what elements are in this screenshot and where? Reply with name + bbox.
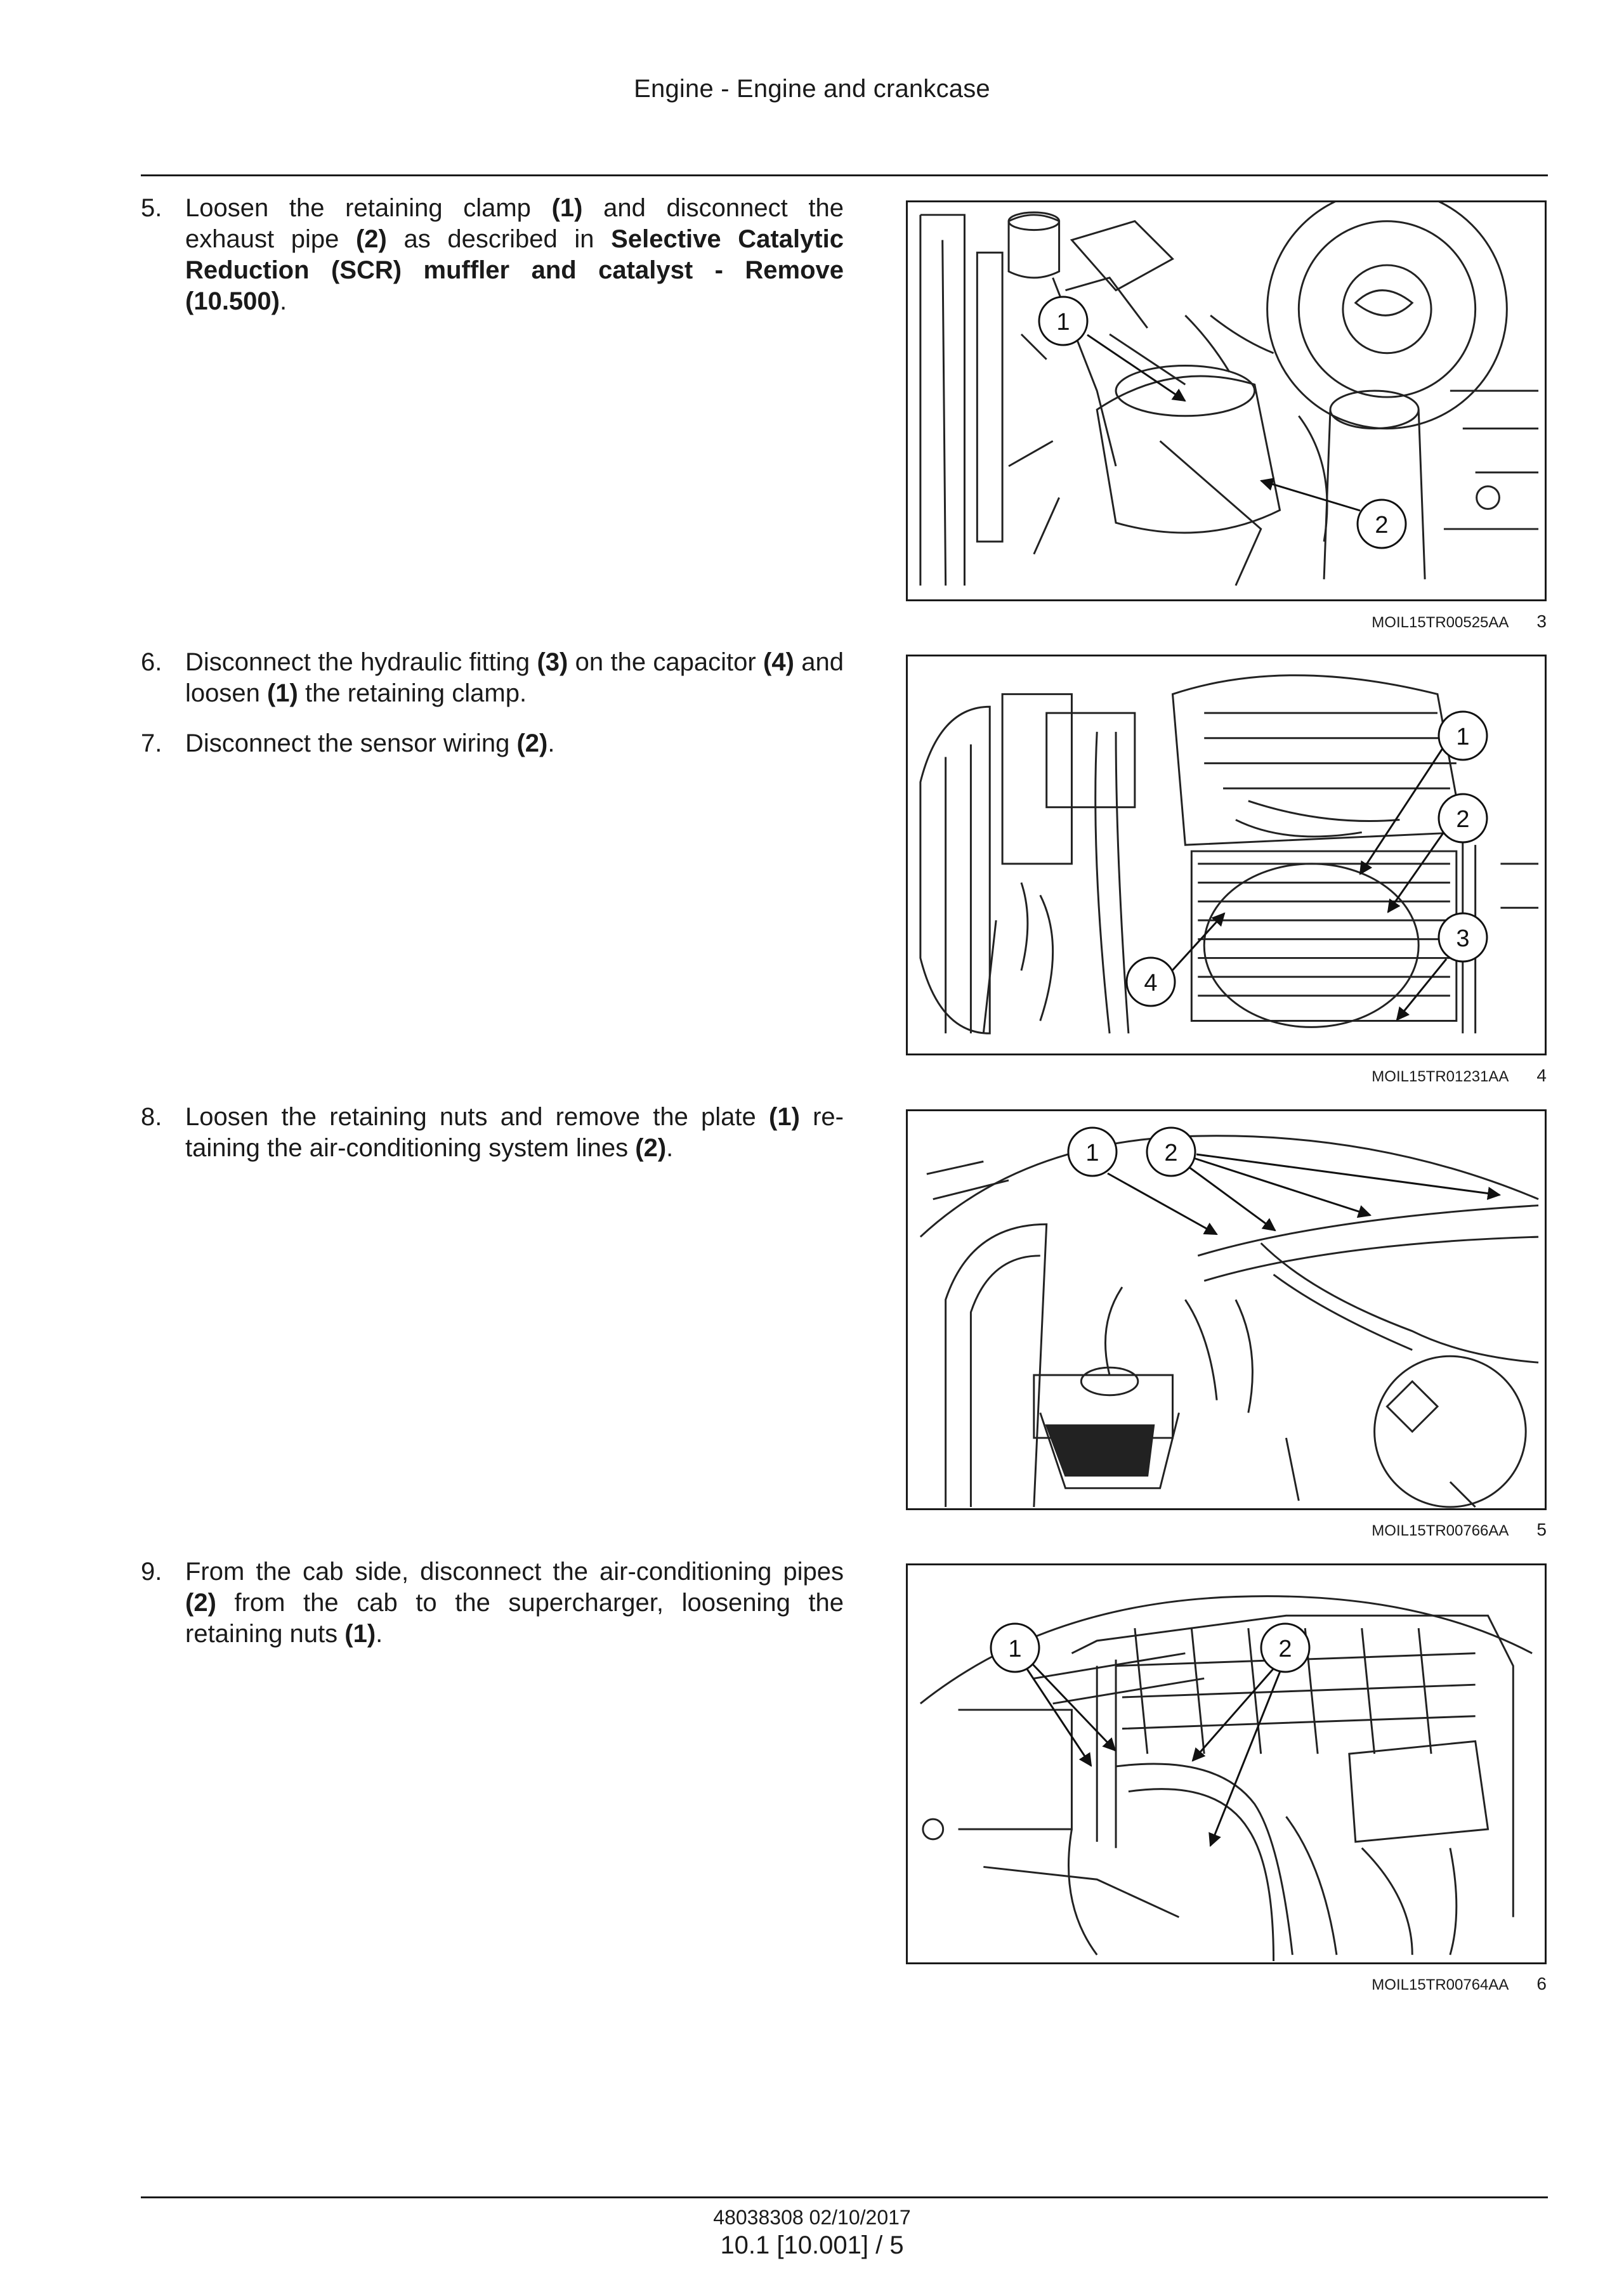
step-6: 6. Disconnect the hydraulic fitting (3) … bbox=[141, 647, 844, 709]
figure-5-illustration bbox=[906, 1109, 1547, 1510]
reference-text: (1) bbox=[266, 679, 298, 707]
instruction-text: Disconnect the hydraulic fitting bbox=[185, 648, 537, 676]
figure-4-caption: MOIL15TR01231AA 4 bbox=[906, 1066, 1547, 1086]
footer-doc-id: 48038308 02/10/2017 bbox=[713, 2206, 911, 2229]
step-number: 5. bbox=[141, 194, 162, 222]
instruction-text: and disconnect the exhaust pipe bbox=[185, 194, 844, 253]
step-number: 6. bbox=[141, 648, 162, 676]
step-number: 9. bbox=[141, 1558, 162, 1586]
footer-rule bbox=[141, 2196, 1548, 2198]
figure-number: 4 bbox=[1536, 1066, 1547, 1085]
instruction-text: and loosen bbox=[185, 648, 844, 707]
reference-text: (1) bbox=[769, 1103, 800, 1131]
step-5: 5. Loosen the retaining clamp (1) and di… bbox=[141, 193, 844, 317]
instruction-text: . bbox=[376, 1620, 383, 1648]
figure-3-illustration bbox=[906, 200, 1547, 601]
reference-text: (2) bbox=[635, 1134, 667, 1162]
reference-text: (1) bbox=[551, 194, 583, 222]
step-text: Loosen the retaining nuts and remove the… bbox=[185, 1102, 844, 1164]
instruction-text: the retaining clamp. bbox=[298, 679, 527, 707]
reference-text: Selective Catalytic Reduction (SCR) muff… bbox=[185, 225, 844, 315]
instruction-text: as described in bbox=[386, 225, 612, 253]
figure-code: MOIL15TR01231AA bbox=[1372, 1068, 1509, 1085]
instruction-text: Disconnect the sensor wiring bbox=[185, 729, 517, 757]
instruction-text: . bbox=[666, 1134, 674, 1162]
step-text: From the cab side, disconnect the air-co… bbox=[185, 1556, 844, 1650]
step-text: Loosen the retaining clamp (1) and disco… bbox=[185, 193, 844, 317]
reference-text: (2) bbox=[185, 1589, 216, 1617]
figure-6-illustration bbox=[906, 1563, 1547, 1964]
figure-3-caption: MOIL15TR00525AA 3 bbox=[906, 611, 1547, 632]
header-rule bbox=[141, 174, 1548, 176]
figure-number: 6 bbox=[1536, 1974, 1547, 1993]
reference-text: (2) bbox=[355, 225, 387, 253]
figure-5-caption: MOIL15TR00766AA 5 bbox=[906, 1520, 1547, 1540]
page-header: Engine - Engine and crankcase bbox=[634, 75, 990, 103]
figure-6-caption: MOIL15TR00764AA 6 bbox=[906, 1974, 1547, 1994]
figure-number: 5 bbox=[1536, 1520, 1547, 1539]
instruction-text: . bbox=[547, 729, 555, 757]
instruction-text: From the cab side, disconnect the air-co… bbox=[185, 1558, 844, 1586]
instruction-text: from the cab to the supercharger, loosen… bbox=[185, 1589, 844, 1648]
figure-code: MOIL15TR00764AA bbox=[1372, 1976, 1509, 1993]
step-8: 8. Loosen the retaining nuts and remove … bbox=[141, 1102, 844, 1164]
step-number: 8. bbox=[141, 1103, 162, 1131]
step-text: Disconnect the sensor wiring (2). bbox=[185, 728, 844, 759]
reference-text: (3) bbox=[537, 648, 568, 676]
reference-text: (2) bbox=[516, 729, 548, 757]
instruction-text: Loosen the retaining nuts and remove the… bbox=[185, 1103, 769, 1131]
step-7: 7. Disconnect the sensor wiring (2). bbox=[141, 728, 844, 759]
instruction-text: re­taining the air-conditioning system l… bbox=[185, 1103, 844, 1162]
reference-text: (1) bbox=[344, 1620, 376, 1648]
reference-text: (4) bbox=[763, 648, 794, 676]
instruction-text: on the capacitor bbox=[568, 648, 764, 676]
figure-code: MOIL15TR00766AA bbox=[1372, 1522, 1509, 1539]
figure-number: 3 bbox=[1536, 611, 1547, 631]
figure-code: MOIL15TR00525AA bbox=[1372, 614, 1509, 631]
figure-4-illustration bbox=[906, 655, 1547, 1055]
instruction-text: . bbox=[279, 287, 287, 315]
step-number: 7. bbox=[141, 729, 162, 757]
step-9: 9. From the cab side, disconnect the air… bbox=[141, 1556, 844, 1650]
footer-page-number: 10.1 [10.001] / 5 bbox=[720, 2231, 904, 2259]
step-text: Disconnect the hydraulic fitting (3) on … bbox=[185, 647, 844, 709]
instruction-text: Loosen the retaining clamp bbox=[185, 194, 552, 222]
